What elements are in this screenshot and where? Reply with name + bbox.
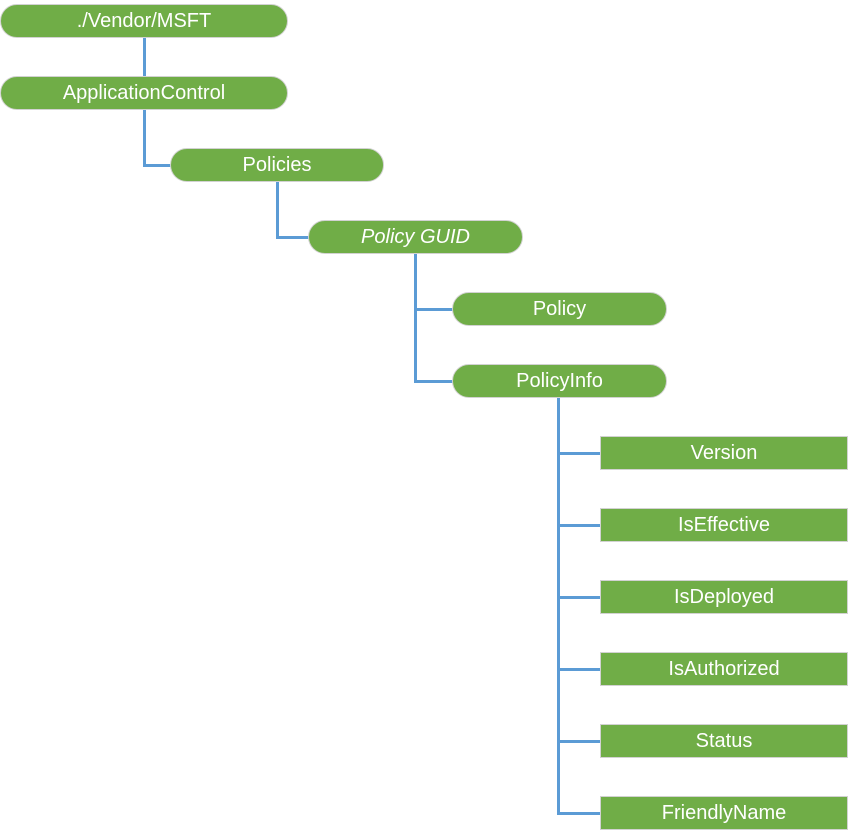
connector-policyguid-to-policy (414, 308, 453, 311)
connector-policies-to-policyguid-vertical (276, 182, 279, 239)
connector-applicationcontrol-to-policies-vertical (143, 110, 146, 167)
connector-policyinfo-trunk (557, 398, 560, 815)
connector-policyguid-trunk (414, 254, 417, 383)
connector-policyinfo-to-isdeployed (557, 596, 601, 599)
node-policies: Policies (170, 148, 384, 182)
node-vendor-msft: ./Vendor/MSFT (0, 4, 288, 38)
connector-policyguid-to-policyinfo (414, 380, 453, 383)
connector-policyinfo-to-isauthorized (557, 668, 601, 671)
node-friendlyname: FriendlyName (600, 796, 848, 830)
node-policyinfo: PolicyInfo (452, 364, 667, 398)
node-policy: Policy (452, 292, 667, 326)
connector-policies-to-policyguid-horizontal (276, 236, 309, 239)
node-applicationcontrol: ApplicationControl (0, 76, 288, 110)
node-policy-guid: Policy GUID (308, 220, 523, 254)
node-iseffective: IsEffective (600, 508, 848, 542)
connector-policyinfo-to-version (557, 452, 601, 455)
connector-applicationcontrol-to-policies-horizontal (143, 164, 171, 167)
connector-vendor-to-applicationcontrol (143, 38, 146, 76)
connector-policyinfo-to-status (557, 740, 601, 743)
node-isauthorized: IsAuthorized (600, 652, 848, 686)
node-status: Status (600, 724, 848, 758)
node-version: Version (600, 436, 848, 470)
node-isdeployed: IsDeployed (600, 580, 848, 614)
connector-policyinfo-to-friendlyname (557, 812, 601, 815)
connector-policyinfo-to-iseffective (557, 524, 601, 527)
